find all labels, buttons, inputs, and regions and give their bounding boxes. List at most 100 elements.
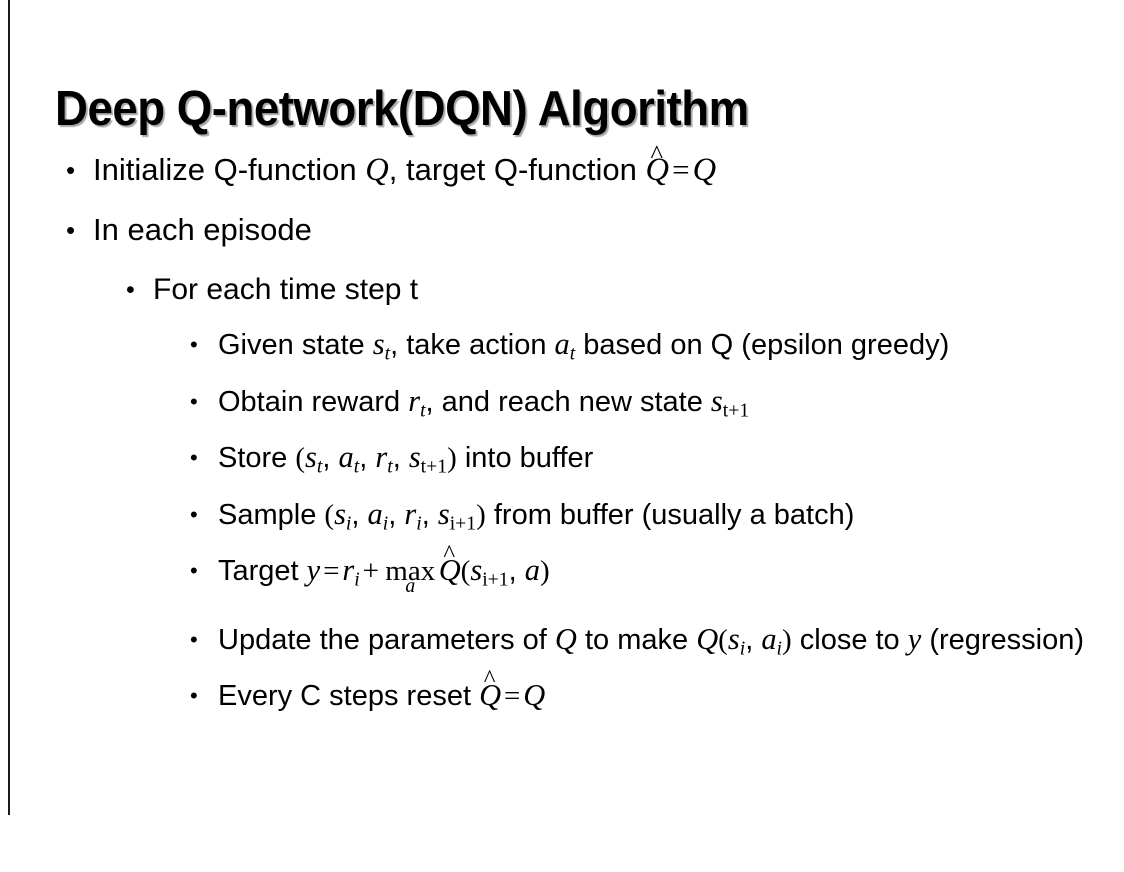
- list-item-given-state: • Given state st, take action at based o…: [0, 322, 1124, 377]
- math-sub-i: i: [739, 637, 746, 660]
- math-sub-t: t: [384, 342, 391, 365]
- text-fragment: close to: [791, 623, 908, 656]
- math-var-a: a: [554, 327, 570, 361]
- math-equals: =: [672, 152, 690, 187]
- hat-accent-icon: ^: [650, 139, 664, 170]
- max-label: max: [385, 555, 436, 588]
- math-q-hat: Q^: [645, 141, 669, 188]
- math-var-q: Q: [365, 152, 389, 188]
- list-item-sample: • Sample (si, ai, ri, si+1) from buffer …: [0, 492, 1124, 547]
- text-fragment: ,: [392, 442, 409, 475]
- text-fragment: Initialize Q-function: [93, 152, 366, 187]
- text-fragment: Store: [218, 442, 296, 475]
- text-fragment: Sample: [218, 498, 325, 531]
- math-var-q2: Q: [692, 152, 717, 188]
- text-fragment: ,: [359, 442, 376, 475]
- math-open-paren: (: [295, 442, 306, 475]
- math-equals: =: [503, 680, 521, 713]
- math-open-paren: (: [324, 498, 335, 531]
- math-sub-i: i: [776, 637, 783, 660]
- math-sub-t: t: [387, 455, 393, 478]
- math-var-r: r: [408, 383, 421, 418]
- q-base: Q: [438, 553, 461, 588]
- hat-accent-icon: ^: [483, 666, 496, 694]
- text-fragment: Target: [218, 555, 307, 588]
- math-plus: +: [362, 555, 379, 588]
- bullet-icon: •: [190, 683, 198, 709]
- list-item-update: • Update the parameters of Q to make Q(s…: [0, 617, 1124, 672]
- math-q-hat: Q^: [438, 542, 461, 588]
- math-sub-t: t: [420, 399, 426, 422]
- math-var-a: a: [524, 553, 540, 588]
- hat-accent-icon: ^: [443, 541, 456, 569]
- math-var-s: s: [305, 440, 317, 475]
- list-item-label: Update the parameters of Q to make Q(si,…: [218, 617, 1084, 672]
- bullet-icon: •: [190, 626, 198, 652]
- bullet-icon: •: [126, 276, 135, 304]
- math-equals: =: [323, 555, 340, 588]
- text-fragment: , take action: [390, 329, 555, 361]
- math-sub-t-plus-1: t+1: [722, 399, 750, 422]
- list-item-initialize: • Initialize Q-function Q, target Q-func…: [0, 141, 1124, 192]
- text-fragment: from buffer (usually a batch): [485, 498, 855, 531]
- math-var-s: s: [470, 553, 483, 588]
- math-sub-t: t: [569, 342, 576, 365]
- text-fragment: into buffer: [456, 442, 594, 475]
- math-sub-t-plus-1: t+1: [420, 455, 448, 478]
- math-var-r: r: [375, 440, 388, 475]
- math-var-y: y: [907, 621, 922, 656]
- q-base: Q: [645, 152, 669, 188]
- math-sub-i: i: [345, 512, 352, 535]
- text-fragment: to make: [576, 623, 697, 656]
- math-var-s-next: s: [437, 496, 450, 531]
- text-fragment: Obtain reward: [218, 385, 409, 418]
- bullet-icon: •: [190, 388, 198, 414]
- math-var-y: y: [306, 553, 321, 588]
- text-fragment: ,: [421, 498, 438, 531]
- math-var-s-next: s: [408, 440, 421, 475]
- math-sub-i-plus-1: i+1: [449, 512, 477, 535]
- text-fragment: ,: [322, 442, 339, 475]
- text-fragment: , and reach new state: [425, 385, 711, 418]
- text-fragment: (regression): [921, 623, 1085, 656]
- text-fragment: based on Q (epsilon greedy): [575, 329, 950, 361]
- math-open-paren: (: [718, 623, 728, 656]
- math-sub-t: t: [316, 455, 323, 478]
- math-sub-i-plus-1: i+1: [482, 568, 509, 591]
- list-item-label: Store (st, at, rt, st+1) into buffer: [218, 435, 593, 490]
- math-sub-i: i: [416, 512, 422, 535]
- list-item-label: Given state st, take action at based on …: [218, 322, 949, 377]
- text-fragment: ,: [508, 555, 525, 588]
- list-item-obtain-reward: • Obtain reward rt, and reach new state …: [0, 379, 1124, 434]
- bullet-icon: •: [190, 501, 198, 527]
- math-var-s: s: [727, 621, 740, 656]
- bullet-icon: •: [190, 445, 198, 471]
- text-fragment: Every C steps reset: [218, 680, 480, 713]
- math-var-s: s: [372, 327, 385, 361]
- math-close-paren: ): [540, 555, 550, 588]
- math-var-q: Q: [554, 621, 577, 656]
- list-item-reset: • Every C steps reset Q^=Q: [0, 667, 1124, 719]
- q-base: Q: [479, 678, 502, 713]
- list-item-label: Obtain reward rt, and reach new state st…: [218, 379, 749, 434]
- math-sub-i: i: [382, 512, 389, 535]
- math-close-paren: ): [476, 498, 486, 531]
- bullet-icon: •: [190, 332, 198, 357]
- text-fragment: ,: [351, 498, 368, 531]
- math-sub-t: t: [353, 455, 360, 478]
- math-open-paren: (: [460, 555, 471, 588]
- bullet-icon: •: [190, 558, 198, 584]
- math-sub-i: i: [354, 568, 360, 591]
- max-underset-var: a: [405, 575, 416, 598]
- list-item-episode: • In each episode: [0, 208, 1124, 252]
- left-margin-rule: [8, 0, 10, 815]
- math-var-s: s: [710, 383, 723, 418]
- list-item-timestep: • For each time step t: [0, 268, 1124, 312]
- math-var-r: r: [342, 553, 355, 588]
- text-fragment: Update the parameters of: [218, 623, 555, 656]
- list-item-label: Initialize Q-function Q, target Q-functi…: [93, 141, 717, 192]
- math-var-a: a: [367, 496, 383, 531]
- bullet-icon: •: [66, 155, 76, 185]
